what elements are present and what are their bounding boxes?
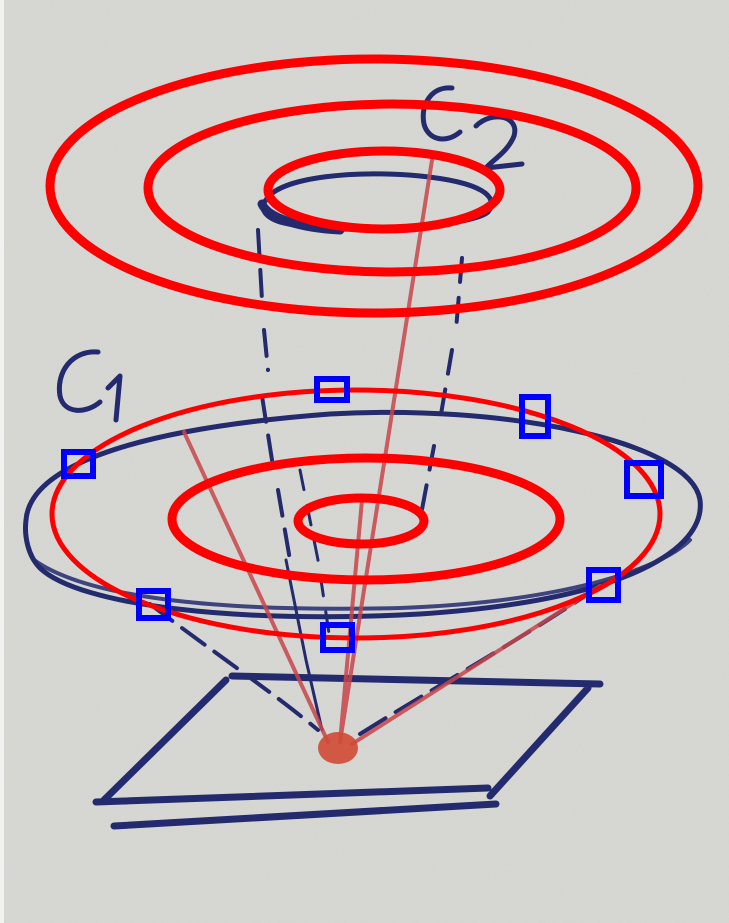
ink-upper-cone-left-side — [256, 228, 292, 562]
marker-box-top-right — [519, 394, 551, 439]
ink-upper-circle-thick-edge — [257, 199, 345, 235]
lower-ring-middle — [167, 453, 565, 585]
ink-lower-circle-shadow — [32, 538, 692, 611]
lower-ring-outer — [49, 387, 663, 641]
ink-label-c2 — [420, 85, 525, 171]
beam-line-right — [350, 584, 602, 746]
marker-box-bottom-left — [136, 588, 171, 621]
upper-ring-outer — [45, 54, 703, 318]
marker-boxes — [61, 376, 664, 653]
overlay-lower-rings — [49, 387, 663, 641]
ink-sketch — [23, 85, 703, 830]
marker-box-top — [314, 376, 350, 403]
ink-sample-plate — [92, 672, 604, 830]
left-edge-strip — [0, 0, 4, 923]
ink-lower-circle — [23, 409, 703, 620]
ink-label-c1 — [56, 349, 123, 423]
ink-cone-center-line — [298, 468, 332, 642]
upper-ring-inner — [263, 146, 505, 234]
marker-box-bottom — [320, 622, 355, 653]
lower-ring-inner — [293, 493, 429, 549]
ink-lower-cone-left — [148, 602, 320, 732]
marker-box-bottom-right — [586, 567, 621, 603]
marker-box-right — [624, 460, 664, 499]
marker-box-left — [61, 449, 96, 479]
upper-ring-middle — [143, 99, 641, 277]
overlay-upper-rings — [45, 54, 703, 318]
ink-lower-cone-inner — [284, 558, 324, 732]
source-spot — [318, 732, 358, 764]
beam-line-to-c2 — [338, 158, 434, 744]
